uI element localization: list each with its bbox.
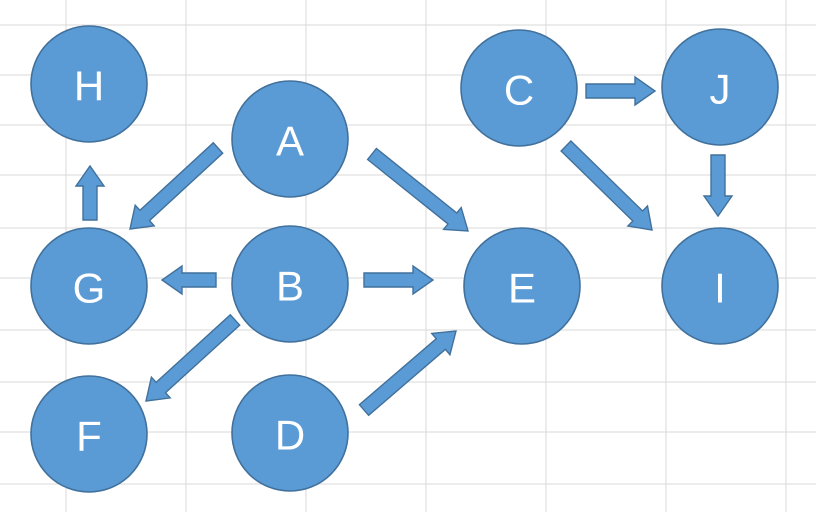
node-c: C xyxy=(460,29,578,147)
node-d-label: D xyxy=(275,412,305,459)
arrow-g-to-h xyxy=(74,164,106,221)
arrow-b-to-g-shape xyxy=(160,264,217,296)
arrow-c-to-j-shape xyxy=(585,75,657,107)
node-b-label: B xyxy=(276,263,304,310)
arrow-a-to-g xyxy=(129,141,224,230)
node-f-label: F xyxy=(76,413,102,460)
node-h: H xyxy=(30,25,148,143)
node-j-label: J xyxy=(710,66,731,113)
arrow-b-to-f xyxy=(145,313,241,402)
node-d: D xyxy=(231,374,349,492)
arrow-c-to-j xyxy=(585,75,657,107)
arrow-a-to-e xyxy=(366,147,469,232)
node-a-label: A xyxy=(276,118,304,165)
node-i: I xyxy=(661,227,779,345)
arrow-d-to-e xyxy=(358,330,457,417)
arrow-j-to-i xyxy=(702,154,734,218)
edges xyxy=(74,75,734,417)
node-c-label: C xyxy=(504,67,534,114)
node-b: B xyxy=(231,225,349,343)
node-a: A xyxy=(231,80,349,198)
arrow-g-to-h-shape xyxy=(74,164,106,221)
node-g-label: G xyxy=(73,265,106,312)
node-g: G xyxy=(30,227,148,345)
arrow-a-to-g-shape xyxy=(129,141,224,230)
arrow-c-to-i-shape xyxy=(560,140,653,231)
arrow-c-to-i xyxy=(560,140,653,231)
node-e-label: E xyxy=(508,265,536,312)
node-j: J xyxy=(661,28,779,146)
arrow-b-to-e xyxy=(363,264,435,296)
arrow-b-to-f-shape xyxy=(145,313,241,402)
node-h-label: H xyxy=(74,63,104,110)
arrow-d-to-e-shape xyxy=(358,330,457,417)
arrow-b-to-e-shape xyxy=(363,264,435,296)
arrow-b-to-g xyxy=(160,264,217,296)
arrow-j-to-i-shape xyxy=(702,154,734,218)
node-f: F xyxy=(30,375,148,493)
arrow-a-to-e-shape xyxy=(366,147,469,232)
nodes: H A C J G B E xyxy=(30,25,779,493)
node-e: E xyxy=(463,227,581,345)
node-i-label: I xyxy=(714,265,726,312)
